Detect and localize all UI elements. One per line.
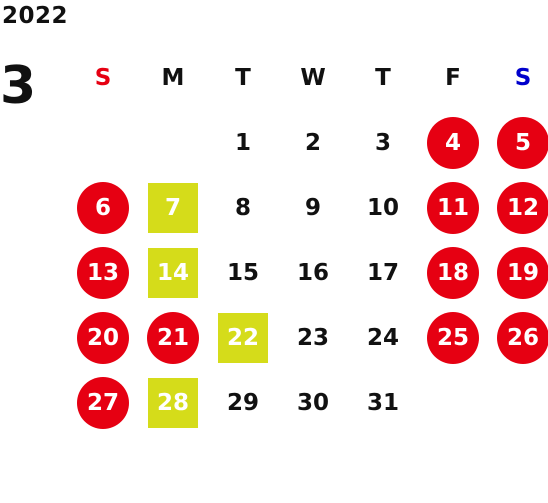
day-number: 1 (234, 129, 251, 156)
day-cell[interactable]: 24 (348, 305, 418, 370)
day-cell[interactable]: 2 (278, 110, 348, 175)
day-number: 14 (148, 247, 198, 298)
day-cell[interactable]: 14 (138, 240, 208, 305)
day-cell[interactable]: 1 (208, 110, 278, 175)
day-cell[interactable]: 8 (208, 175, 278, 240)
day-number: 21 (147, 311, 199, 364)
weekday-header: M (161, 64, 185, 91)
day-cell[interactable]: 18 (418, 240, 488, 305)
weekday-header: S (514, 64, 532, 91)
day-cell[interactable]: 11 (418, 175, 488, 240)
day-cell[interactable]: 30 (278, 370, 348, 435)
day-cell[interactable]: 19 (488, 240, 548, 305)
day-number: 10 (366, 194, 399, 221)
calendar-month: 3 (0, 56, 37, 116)
empty-cell (138, 110, 208, 175)
day-number: 3 (374, 129, 391, 156)
day-number: 30 (296, 389, 329, 416)
day-cell[interactable]: 26 (488, 305, 548, 370)
day-cell[interactable]: 13 (68, 240, 138, 305)
weekday-header: S (94, 64, 112, 91)
day-cell[interactable]: 9 (278, 175, 348, 240)
day-number: 2 (304, 129, 321, 156)
day-cell[interactable]: 15 (208, 240, 278, 305)
day-number: 12 (497, 181, 548, 234)
day-number: 27 (77, 376, 129, 429)
day-cell[interactable]: 22 (208, 305, 278, 370)
day-cell[interactable]: 12 (488, 175, 548, 240)
day-number: 23 (296, 324, 329, 351)
day-cell[interactable]: 4 (418, 110, 488, 175)
day-number: 11 (427, 181, 479, 234)
day-cell[interactable]: 27 (68, 370, 138, 435)
day-number: 6 (77, 181, 129, 234)
day-number: 25 (427, 311, 479, 364)
day-number: 18 (427, 246, 479, 299)
day-number: 22 (218, 312, 268, 363)
day-cell[interactable]: 23 (278, 305, 348, 370)
day-number: 28 (148, 377, 198, 428)
day-cell[interactable]: 3 (348, 110, 418, 175)
calendar-year: 2022 (2, 3, 69, 29)
day-number: 15 (226, 259, 259, 286)
weekday-header: T (235, 64, 251, 91)
empty-cell (68, 110, 138, 175)
day-cell[interactable]: 5 (488, 110, 548, 175)
day-cell[interactable]: 10 (348, 175, 418, 240)
day-cell[interactable]: 7 (138, 175, 208, 240)
day-cell[interactable]: 17 (348, 240, 418, 305)
day-number: 5 (497, 116, 548, 169)
day-cell[interactable]: 20 (68, 305, 138, 370)
day-cell[interactable]: 6 (68, 175, 138, 240)
day-number: 26 (497, 311, 548, 364)
day-number: 19 (497, 246, 548, 299)
day-number: 31 (366, 389, 399, 416)
day-number: 7 (148, 182, 198, 233)
day-number: 16 (296, 259, 329, 286)
day-number: 29 (226, 389, 259, 416)
day-number: 20 (77, 311, 129, 364)
day-cell[interactable]: 25 (418, 305, 488, 370)
day-cell[interactable]: 16 (278, 240, 348, 305)
day-cell[interactable]: 28 (138, 370, 208, 435)
day-number: 13 (77, 246, 129, 299)
day-number: 8 (234, 194, 251, 221)
day-cell[interactable]: 29 (208, 370, 278, 435)
day-cell[interactable]: 31 (348, 370, 418, 435)
weekday-header: F (445, 64, 461, 91)
day-cell[interactable]: 21 (138, 305, 208, 370)
day-number: 24 (366, 324, 399, 351)
weekday-header: T (375, 64, 391, 91)
day-number: 4 (427, 116, 479, 169)
day-number: 9 (304, 194, 321, 221)
weekday-header: W (300, 64, 326, 91)
day-number: 17 (366, 259, 399, 286)
